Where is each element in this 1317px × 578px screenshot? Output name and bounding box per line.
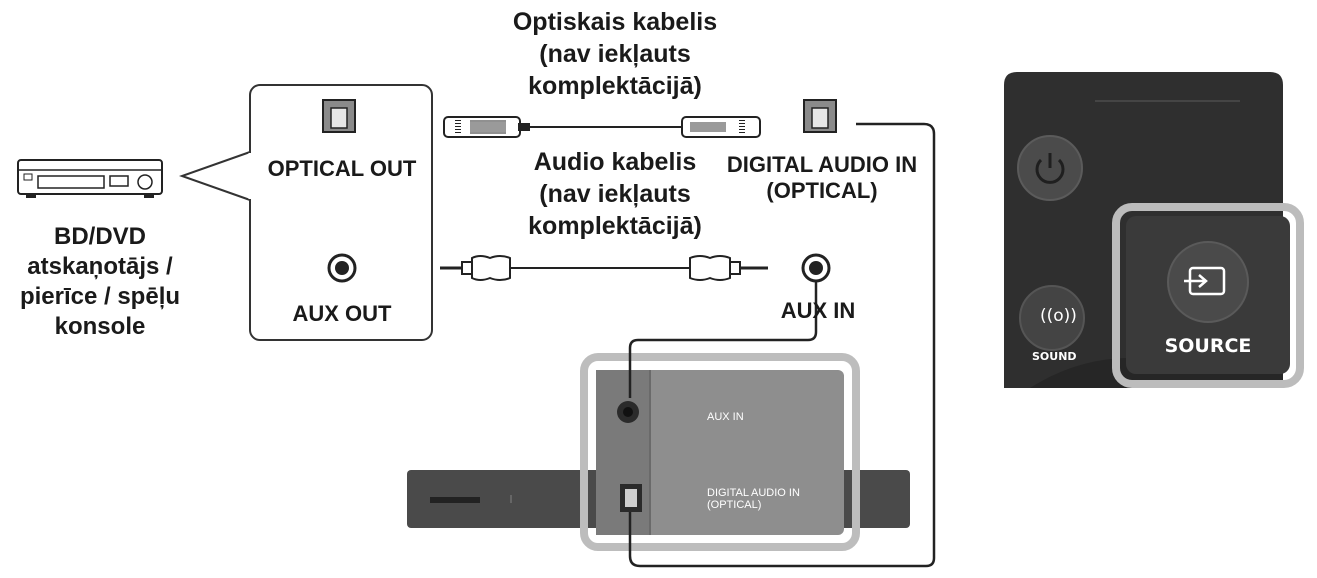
optical-cable-line2: (nav iekļauts [539,40,691,68]
audio-cable-line1: Audio kabelis [533,148,697,176]
soundbar-panel-callout [580,353,860,551]
audio-cable-line2: (nav iekļauts [539,180,691,208]
device-line4: konsole [54,313,146,340]
panel-digital-line1: DIGITAL AUDIO IN [707,487,800,499]
source-icon [1167,241,1249,323]
optical-port-icon [803,99,837,133]
power-icon [1017,135,1083,201]
aux-jack-icon [327,253,357,283]
aux-jack-icon [801,253,831,283]
optical-cable-line1: Optiskais kabelis [512,8,718,36]
aux-in-label: AUX IN [780,298,856,323]
device-line3: pierīce / spēļu [19,283,181,310]
panel-aux-in-label: AUX IN [707,411,744,423]
digital-audio-in-label: DIGITAL AUDIO IN (OPTICAL) [724,152,920,204]
audio-cable-line3: komplektācijā) [528,212,702,240]
sound-label: SOUND [1032,350,1077,363]
device-line1: BD/DVD [53,223,146,250]
optical-out-label: OPTICAL OUT [267,156,417,181]
panel-digital-in-label: DIGITAL AUDIO IN (OPTICAL) [707,487,800,511]
sound-icon [1019,285,1085,351]
port-routing-lines [628,122,936,568]
source-label: SOURCE [1164,335,1252,357]
digital-audio-in-line2: (OPTICAL) [766,178,878,203]
aux-cable-icon [440,255,768,281]
device-line2: atskaņotājs / [27,253,173,280]
digital-audio-in-line1: DIGITAL AUDIO IN [726,152,918,177]
source-ports-callout [178,84,433,341]
optical-cable-icon [443,116,761,138]
panel-digital-line2: (OPTICAL) [707,499,762,511]
aux-out-label: AUX OUT [292,301,392,326]
audio-cable-label: Audio kabelis (nav iekļauts komplektācij… [508,146,722,242]
optical-cable-label: Optiskais kabelis (nav iekļauts komplekt… [508,6,722,102]
device-caption: BD/DVD atskaņotājs / pierīce / spēļu kon… [0,222,200,342]
sound-glyph: ((o)) [1040,306,1077,326]
bd-player-icon [17,159,163,198]
optical-cable-line3: komplektācijā) [528,72,702,100]
optical-port-icon [322,99,356,133]
